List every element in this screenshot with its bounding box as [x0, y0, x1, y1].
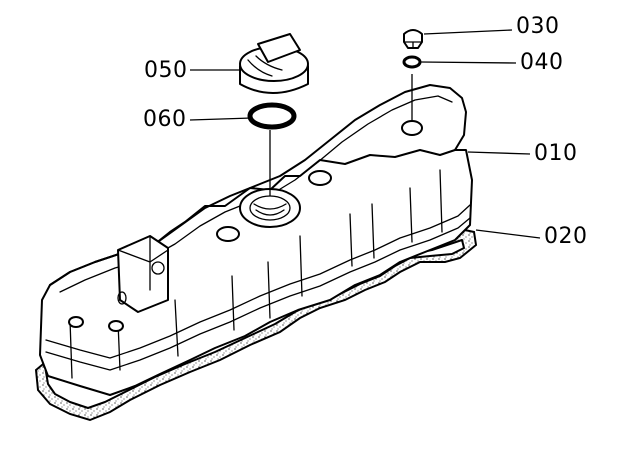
leader-040: [420, 61, 517, 64]
leader-lines: [189, 29, 541, 239]
leader-010: [467, 151, 531, 155]
callout-030: 030: [516, 14, 560, 39]
o-ring-060: [247, 102, 297, 130]
callout-060: 060: [143, 107, 187, 132]
callout-040: 040: [520, 50, 564, 75]
washer-040: [402, 55, 422, 69]
oil-filler-cap-050: [239, 33, 309, 94]
callout-010: 010: [534, 141, 578, 166]
cap-nut-030: [403, 29, 423, 49]
callout-050: 050: [144, 58, 188, 83]
leader-060: [189, 117, 253, 121]
leader-020: [475, 229, 541, 239]
head-cover-010: [39, 84, 473, 396]
leader-030: [423, 29, 513, 35]
callout-020: 020: [544, 224, 588, 249]
